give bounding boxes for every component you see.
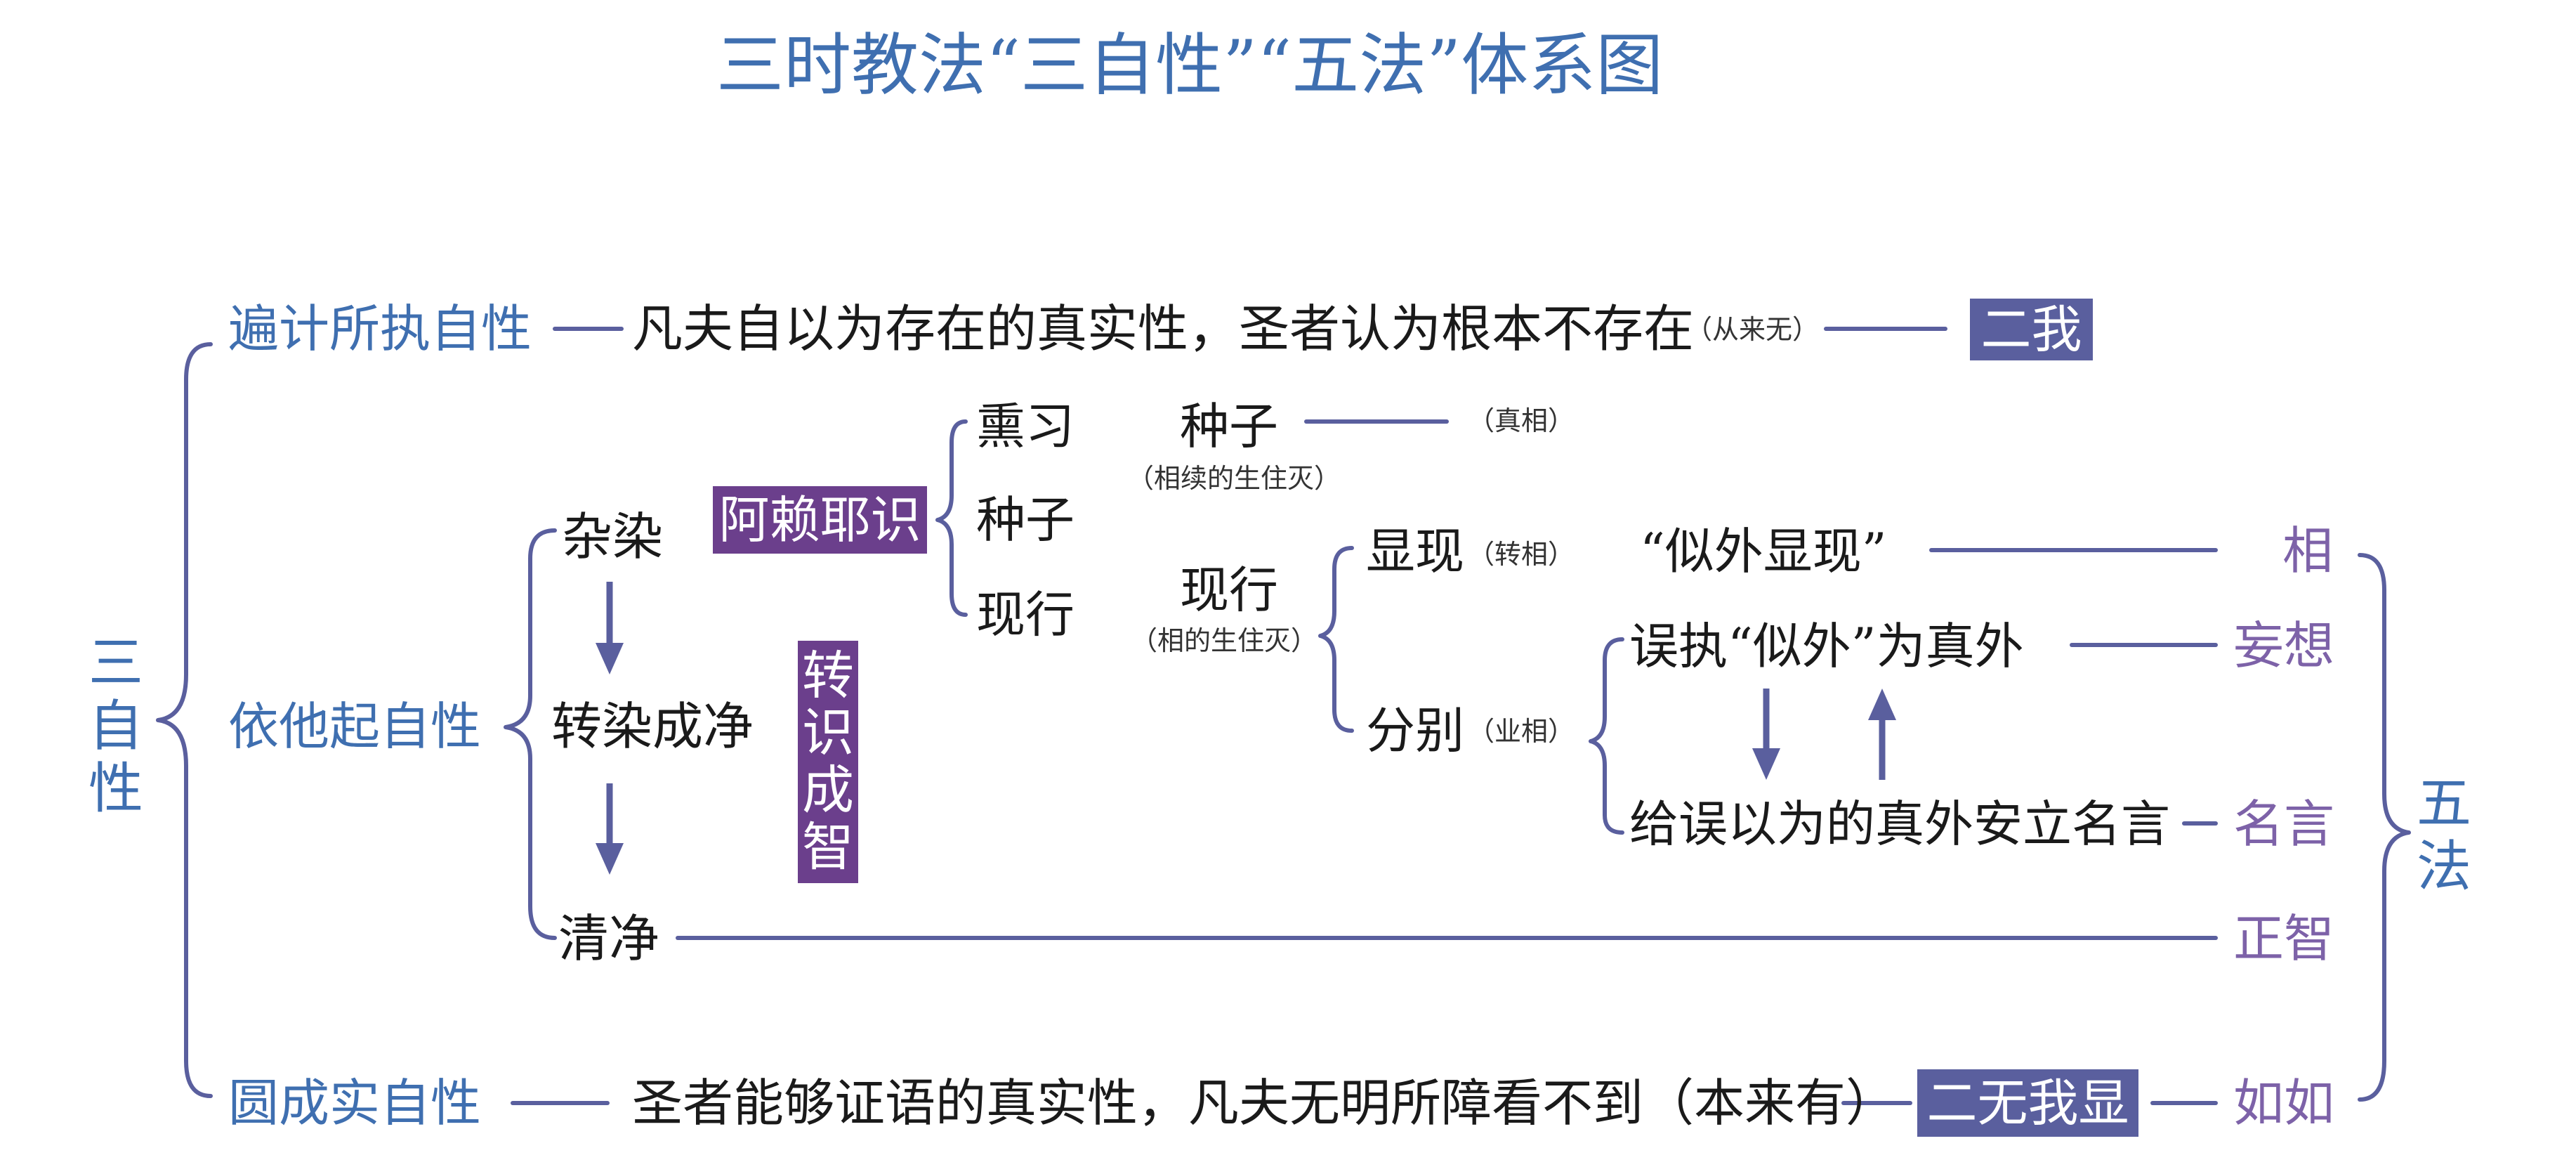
brace-seeds (935, 419, 968, 617)
char: 自 (88, 694, 143, 758)
discrimination-label: 分别 (1366, 702, 1464, 759)
arrow-transform-down-head (596, 843, 624, 875)
char: 成 (802, 759, 854, 821)
char: 智 (802, 817, 854, 878)
alaya-box: 阿赖耶识 (713, 486, 927, 554)
manifest-activity-note: （相的生住灭） (1131, 625, 1318, 656)
parinispanna-desc: 圣者能够证语的真实性，凡夫无明所障看不到（本来有） (632, 1074, 1897, 1133)
misapprehension-label: 误执“似外”为真外 (1629, 618, 2024, 675)
char: 转 (802, 646, 854, 706)
appearance-note: （转相） (1468, 539, 1575, 570)
parinispanna-label: 圆成实自性 (228, 1074, 482, 1133)
brace-paratantra (504, 528, 557, 940)
char: 五 (2416, 772, 2471, 835)
arrow-impure-down-head (596, 643, 624, 674)
brace-five-dharmas (2358, 553, 2411, 1102)
dharma-right-wisdom: 正智 (2233, 909, 2335, 968)
parikalpita-note: （从来无） (1685, 314, 1820, 345)
arrow-wuzhi-down-head (1752, 748, 1780, 780)
appearance-label: 显现 (1366, 523, 1464, 580)
xunxi-label: 熏习 (976, 398, 1075, 455)
parikalpita-label: 遍计所执自性 (228, 299, 532, 358)
seed-note: （相续的生住灭） (1127, 463, 1341, 494)
three-natures-label: 三 自 性 (88, 632, 144, 821)
dharma-discrimination: 妄想 (2233, 616, 2335, 675)
brace-manifest (1318, 546, 1354, 733)
dharma-appearance: 相 (2282, 521, 2334, 580)
char: 识 (802, 703, 854, 764)
char: 性 (88, 757, 143, 821)
parikalpita-desc: 凡夫自以为存在的真实性，圣者认为根本不存在 (632, 299, 1695, 358)
brace-three-natures (156, 342, 213, 1098)
page-title: 三时教法“三自性”“五法”体系图 (716, 26, 1664, 105)
char: 三 (88, 632, 143, 695)
discrimination-note: （业相） (1468, 716, 1575, 747)
naming-label: 给误以为的真外安立名言 (1629, 795, 2170, 853)
transform-wisdom-box: 转 识 成 智 (798, 641, 858, 883)
true-aspect-note: （真相） (1468, 405, 1575, 436)
paratantra-label: 依他起自性 (228, 697, 482, 756)
brace-discrimination (1589, 637, 1624, 835)
dharma-names: 名言 (2233, 795, 2335, 854)
seeming-external-label: “似外显现” (1640, 523, 1887, 580)
pure-label: 清净 (558, 909, 660, 968)
dharma-suchness: 如如 (2233, 1074, 2335, 1133)
arrow-mingyan-up-head (1868, 689, 1896, 720)
five-dharmas-label: 五 法 (2416, 772, 2472, 899)
zhongzi-label: 种子 (976, 491, 1075, 549)
impure-label: 杂染 (562, 507, 664, 566)
transform-label: 转染成净 (551, 697, 754, 756)
seed-label: 种子 (1180, 398, 1278, 455)
xianxing-label: 现行 (976, 586, 1075, 644)
two-selves-box: 二我 (1970, 299, 2093, 360)
two-selflessness-box: 二无我显 (1917, 1069, 2138, 1137)
manifest-activity-label: 现行 (1180, 561, 1278, 619)
char: 法 (2416, 835, 2471, 899)
